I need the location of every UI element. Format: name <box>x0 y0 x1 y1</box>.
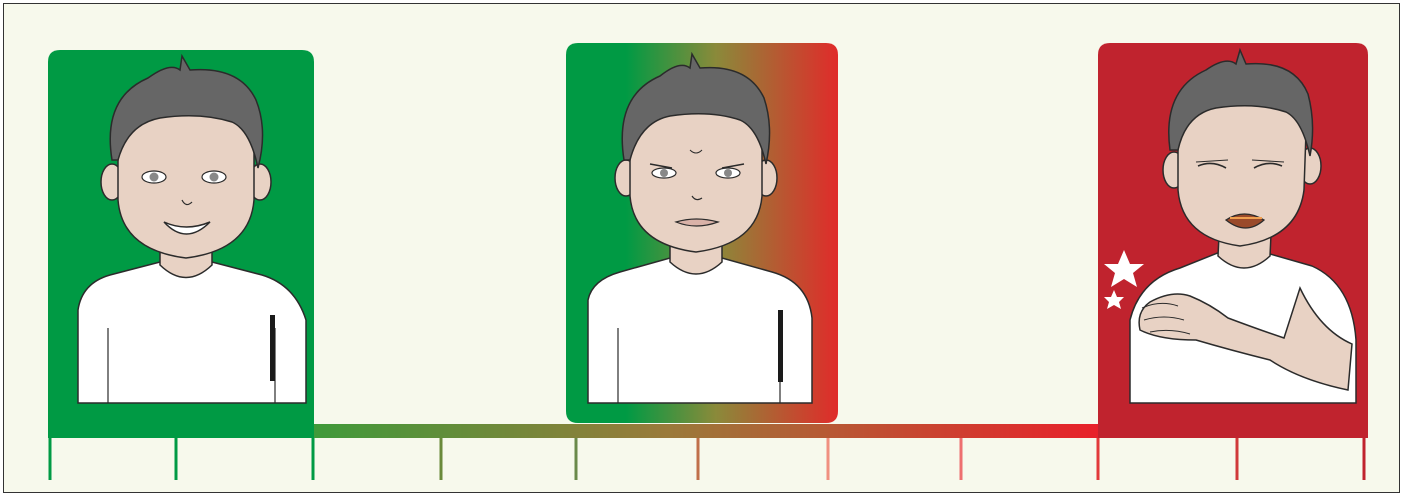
panel-moderate-pain <box>566 43 838 423</box>
scale-ticks <box>50 438 1364 480</box>
panel-no-pain <box>48 50 314 438</box>
scale-gradient-bar <box>314 424 1098 438</box>
panel-severe-pain <box>1098 43 1368 438</box>
